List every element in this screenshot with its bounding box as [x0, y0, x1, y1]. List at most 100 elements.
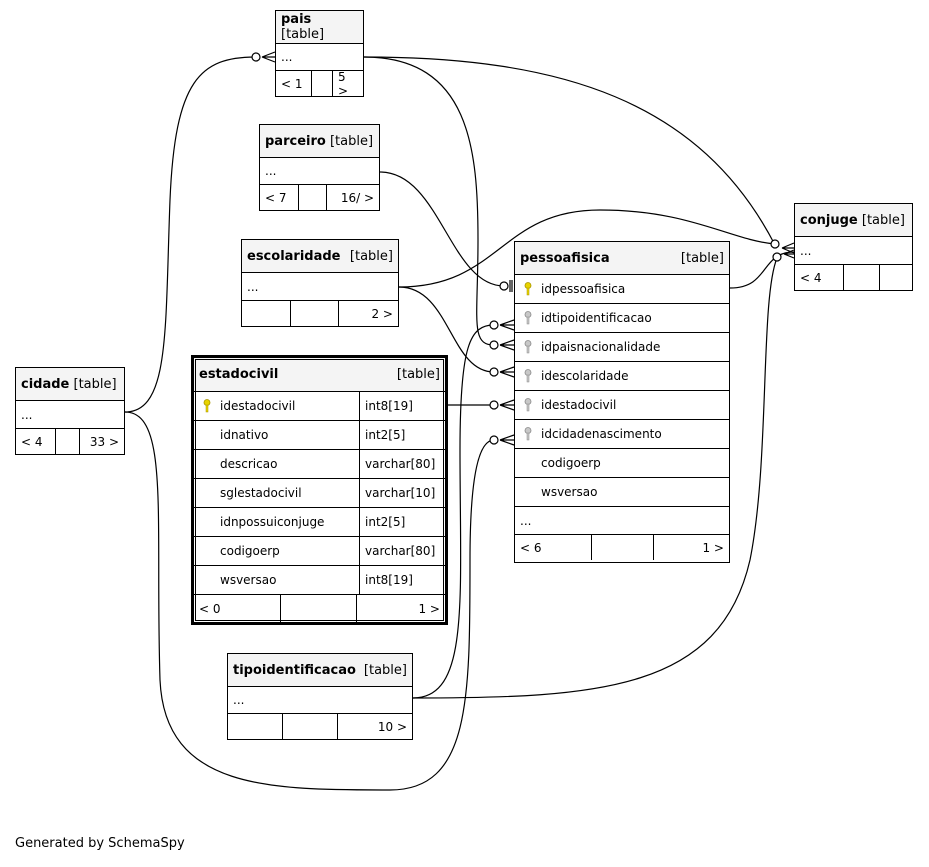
column-name: sglestadocivil: [220, 486, 302, 500]
column-row[interactable]: descricao varchar[80]: [194, 450, 445, 479]
column-row[interactable]: idestadocivil: [515, 391, 729, 420]
foreign-key-icon: [524, 369, 532, 383]
foreign-key-icon: [524, 427, 532, 441]
crowfoot-marker: [781, 242, 795, 254]
table-header: pais [table]: [276, 11, 363, 44]
relation-pais-conjuge: [363, 56, 776, 246]
children-count: 33 >: [79, 429, 124, 454]
table-tipoidentificacao[interactable]: tipoidentificacao [table] ... 10 >: [227, 653, 413, 740]
relation-escolaridade-pessoafisica: [398, 286, 495, 373]
column-type: varchar[10]: [359, 479, 445, 507]
generated-by-label: Generated by SchemaSpy: [15, 836, 185, 851]
column-row[interactable]: idescolaridade: [515, 362, 729, 391]
column-name: wsversao: [220, 573, 277, 587]
column-row[interactable]: idestadocivil int8[19]: [194, 392, 445, 421]
column-row[interactable]: codigoerp: [515, 449, 729, 478]
parents-count: < 0: [199, 601, 221, 616]
column-row[interactable]: idtipoidentificacao: [515, 304, 729, 333]
footer-middle: [843, 265, 879, 290]
table-name: pessoafisica: [520, 250, 610, 266]
column-row[interactable]: codigoerp varchar[80]: [194, 537, 445, 566]
ellipsis-row: ...: [242, 273, 398, 301]
table-parceiro[interactable]: parceiro [table] ... < 7 16/ >: [259, 124, 380, 211]
crowfoot-marker: [783, 249, 795, 259]
column-name: idpaisnacionalidade: [541, 340, 661, 354]
parents-count: < 4: [800, 270, 822, 285]
children-count: 2 >: [338, 301, 398, 326]
table-escolaridade[interactable]: escolaridade [table] ... 2 >: [241, 239, 399, 327]
column-row[interactable]: sglestadocivil varchar[10]: [194, 479, 445, 508]
table-name: conjuge: [800, 212, 858, 228]
column-row[interactable]: idpessoafisica: [515, 275, 729, 304]
table-pessoafisica[interactable]: pessoafisica [table] idpessoafisica idti…: [514, 241, 730, 563]
table-name: tipoidentificacao: [233, 662, 356, 678]
parents-count: < 4: [21, 434, 43, 449]
relation-tipoidentificacao-conjuge: [412, 257, 778, 699]
optional-marker: [251, 52, 261, 62]
column-row[interactable]: idnativo int2[5]: [194, 421, 445, 450]
table-header: estadocivil [table]: [194, 358, 445, 392]
footer-middle: [298, 185, 326, 210]
optional-marker: [489, 340, 499, 350]
optional-marker: [489, 367, 499, 377]
parents-count: < 7: [265, 190, 287, 205]
primary-key-icon: [203, 399, 211, 413]
column-name: idestadocivil: [541, 398, 617, 412]
table-header: tipoidentificacao [table]: [228, 654, 412, 687]
column-name: idcidadenascimento: [541, 427, 662, 441]
optional-marker: [499, 281, 509, 291]
children-count: 1 >: [356, 595, 445, 622]
table-tag: [table]: [329, 133, 374, 149]
crowfoot-marker: [499, 434, 515, 446]
relation-cidade-pais: [124, 56, 257, 413]
table-cidade[interactable]: cidade [table] ... < 4 33 >: [15, 367, 125, 455]
column-name: wsversao: [541, 485, 598, 499]
optional-marker: [489, 435, 499, 445]
ellipsis-row: ...: [795, 237, 912, 265]
column-name: codigoerp: [541, 456, 601, 470]
table-tag: [table]: [349, 248, 393, 264]
crowfoot-marker: [499, 399, 515, 411]
column-type: varchar[80]: [359, 450, 445, 478]
table-header: conjuge [table]: [795, 204, 912, 237]
foreign-key-icon: [524, 340, 532, 354]
parents-count: [228, 714, 282, 739]
column-row[interactable]: idnpossuiconjuge int2[5]: [194, 508, 445, 537]
ellipsis: ...: [281, 50, 293, 64]
column-name: descricao: [220, 457, 278, 471]
footer-middle: [282, 714, 337, 739]
children-count: 10 >: [337, 714, 412, 739]
table-footer: < 4: [795, 265, 912, 290]
table-conjuge[interactable]: conjuge [table] ... < 4: [794, 203, 913, 291]
table-name: escolaridade: [247, 248, 341, 264]
column-name: idnativo: [220, 428, 269, 442]
table-footer: < 7 16/ >: [260, 185, 379, 210]
column-name: idpessoafisica: [541, 282, 626, 296]
table-tag: [table]: [281, 27, 325, 42]
table-footer: < 1 5 >: [276, 70, 363, 98]
relation-cidade-pessoafisica: [124, 411, 495, 791]
table-pais[interactable]: pais [table] ... < 1 5 >: [275, 10, 364, 98]
column-type: int8[19]: [359, 392, 445, 420]
column-row[interactable]: idcidadenascimento: [515, 420, 729, 449]
column-type: int2[5]: [359, 421, 445, 449]
table-tag: [table]: [861, 212, 905, 228]
table-name: cidade: [21, 376, 70, 392]
table-estadocivil[interactable]: estadocivil [table] idestadocivil int8[1…: [191, 355, 448, 625]
table-header: parceiro [table]: [260, 125, 379, 158]
column-row[interactable]: wsversao int8[19]: [194, 566, 445, 595]
column-row[interactable]: idpaisnacionalidade: [515, 333, 729, 362]
children-count: [879, 265, 912, 290]
table-header: pessoafisica [table]: [515, 242, 729, 275]
relation-tipoidentificacao-pessoafisica: [412, 324, 495, 699]
one-marker: [509, 280, 513, 292]
column-row[interactable]: wsversao: [515, 478, 729, 507]
column-type: varchar[80]: [359, 537, 445, 565]
crowfoot-marker: [499, 366, 515, 378]
parents-count: < 6: [520, 540, 542, 555]
column-name: codigoerp: [220, 544, 280, 558]
ellipsis: ...: [247, 279, 259, 294]
table-footer: < 0 1 >: [194, 595, 445, 622]
table-name: estadocivil: [199, 367, 279, 382]
children-count: 16/ >: [326, 185, 379, 210]
